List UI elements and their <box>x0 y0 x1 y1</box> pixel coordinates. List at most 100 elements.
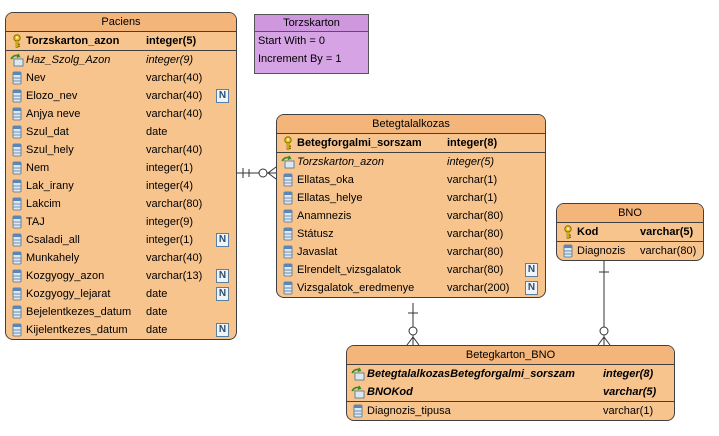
column-row-szul-hely[interactable]: Szul_hely varchar(40) <box>6 141 236 159</box>
column-type: varchar(80) <box>146 198 203 210</box>
column-type: varchar(80) <box>447 246 504 258</box>
column-name: Torzskarton_azon <box>26 35 120 47</box>
column-type: date <box>146 306 168 318</box>
column-type: integer(8) <box>603 368 654 380</box>
column-name: Anamnezis <box>297 210 352 222</box>
column-type: integer(1) <box>146 162 194 174</box>
column-icon <box>10 107 24 121</box>
nullable-icon: N <box>216 323 229 337</box>
column-type: integer(4) <box>146 180 194 192</box>
column-name: Kozgyogy_azon <box>26 270 105 282</box>
column-row-st-tusz[interactable]: Státusz varchar(80) <box>277 225 545 243</box>
relationship-bno-betegkarton-bno <box>597 260 611 346</box>
column-row-nev[interactable]: Nev varchar(40) <box>6 69 236 87</box>
column-type: integer(9) <box>146 54 194 66</box>
column-name: Betegforgalmi_sorszam <box>297 137 422 149</box>
column-type: integer(1) <box>146 234 194 246</box>
column-icon <box>10 89 24 103</box>
column-row-kijelentkezes-datum[interactable]: Kijelentkezes_datum date N <box>6 321 236 339</box>
column-row-anamnezis[interactable]: Anamnezis varchar(80) <box>277 207 545 225</box>
nullable-icon: N <box>216 269 229 283</box>
nullable-icon: N <box>216 287 229 301</box>
column-type: varchar(40) <box>146 72 203 84</box>
column-name: Csaladi_all <box>26 234 80 246</box>
column-type: varchar(40) <box>146 144 203 156</box>
column-icon <box>281 263 295 277</box>
entity-title: BNO <box>557 204 703 223</box>
column-name: Vizsgalatok_eredmenye <box>297 282 415 294</box>
column-type: varchar(40) <box>146 252 203 264</box>
column-icon <box>10 143 24 157</box>
column-row-bejelentkezes-datum[interactable]: Bejelentkezes_datum date <box>6 303 236 321</box>
column-icon <box>10 215 24 229</box>
column-icon <box>10 251 24 265</box>
column-name: Kod <box>577 226 599 238</box>
key-icon <box>561 225 575 239</box>
column-name: TAJ <box>26 216 45 228</box>
entity-betegkarton-bno[interactable]: Betegkarton_BNO BetegtalalkozasBetegforg… <box>346 345 675 421</box>
column-name: Kijelentkezes_datum <box>26 324 128 336</box>
column-row-taj[interactable]: TAJ integer(9) <box>6 213 236 231</box>
column-type: varchar(80) <box>447 210 504 222</box>
column-row-kozgyogy-azon[interactable]: Kozgyogy_azon varchar(13) N <box>6 267 236 285</box>
key-icon <box>10 34 24 48</box>
key-icon <box>281 136 295 150</box>
sequence-increment-by: Increment By = 1 <box>258 53 342 65</box>
column-name: Ellatas_oka <box>297 174 354 186</box>
foreign-key-icon <box>351 385 365 399</box>
column-icon <box>10 161 24 175</box>
column-type: varchar(80) <box>447 264 504 276</box>
nullable-icon: N <box>216 89 229 103</box>
column-name: Diagnozis <box>577 245 626 257</box>
entity-title: Betegtalalkozas <box>277 115 545 134</box>
column-icon <box>10 287 24 301</box>
column-type: integer(9) <box>146 216 194 228</box>
entity-title: Paciens <box>6 13 236 32</box>
column-type: varchar(1) <box>603 405 654 417</box>
column-type: varchar(40) <box>146 90 203 102</box>
sequence-torzskarton[interactable]: Torzskarton Start With = 0 Increment By … <box>254 14 369 74</box>
column-type: varchar(80) <box>447 228 504 240</box>
column-name: Kozgyogy_lejarat <box>26 288 111 300</box>
column-name: Státusz <box>297 228 334 240</box>
entity-title: Betegkarton_BNO <box>347 346 674 365</box>
nullable-icon: N <box>525 281 538 295</box>
column-name: Ellatas_helye <box>297 192 363 204</box>
column-icon <box>351 404 365 418</box>
column-name: Elozo_nev <box>26 90 78 102</box>
column-row-elozo-nev[interactable]: Elozo_nev varchar(40) N <box>6 87 236 105</box>
foreign-key-icon <box>351 367 365 381</box>
column-name: Szul_hely <box>26 144 74 156</box>
column-type: varchar(13) <box>146 270 203 282</box>
column-name: Bejelentkezes_datum <box>26 306 132 318</box>
column-name: Nev <box>26 72 46 84</box>
sequence-start-with: Start With = 0 <box>258 35 325 47</box>
column-type: date <box>146 324 168 336</box>
